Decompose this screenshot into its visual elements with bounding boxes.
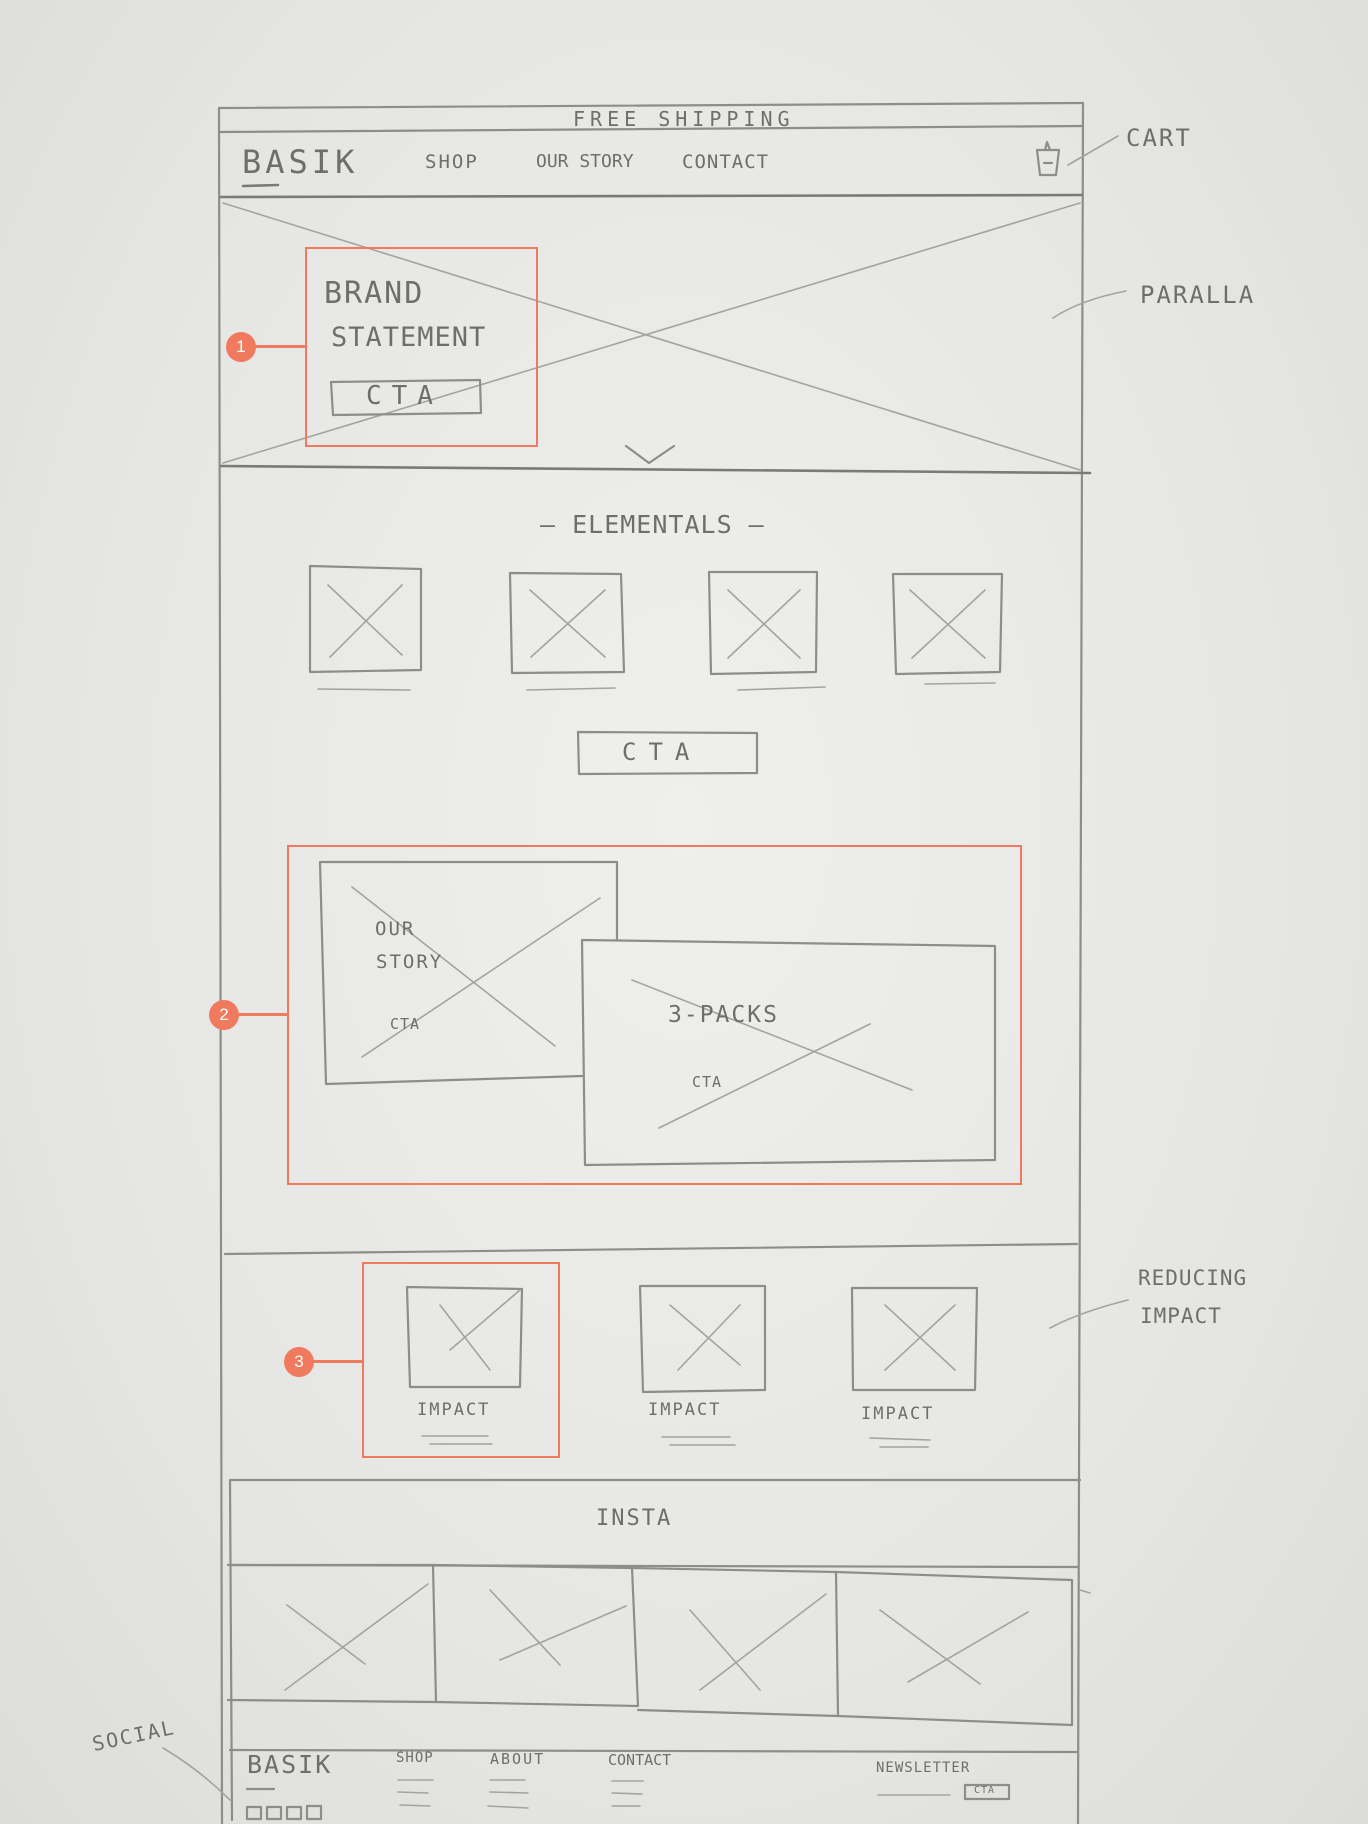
cart-leader-line <box>1067 135 1119 166</box>
impact-label-3: IMPACT <box>861 1404 935 1424</box>
elementals-cta-box <box>576 730 759 776</box>
parallax-leader-line <box>1052 290 1127 319</box>
our-story-line2: STORY <box>376 951 444 973</box>
reducing-leader-line <box>1049 1299 1129 1329</box>
nav-item-contact[interactable]: CONTACT <box>682 151 770 173</box>
nav-divider <box>219 193 1084 199</box>
footer-column-shop[interactable]: SHOP <box>396 1750 434 1766</box>
elementals-tiles <box>308 564 1004 691</box>
footer-about-links <box>487 1779 529 1809</box>
callout-badge-2: 2 <box>209 1000 239 1030</box>
elementals-title: — ELEMENTALS — <box>540 510 765 539</box>
footer-newsletter-cta[interactable]: CTA <box>974 1785 996 1796</box>
scroll-down-chevron <box>624 444 676 465</box>
social-leader-line <box>162 1747 231 1801</box>
insta-tiles <box>226 1563 1091 1727</box>
our-story-line1: OUR <box>375 918 416 940</box>
elementals-cta-button[interactable]: CTA <box>622 738 702 766</box>
page-frame-top <box>217 101 1085 110</box>
insta-title: INSTA <box>596 1506 673 1531</box>
callout-line-3 <box>312 1360 364 1363</box>
footer-logo[interactable]: BASIK <box>247 1750 333 1779</box>
callout-box-feature <box>287 845 1022 1185</box>
packs-cross-b <box>658 1023 871 1129</box>
nav-item-our-story[interactable]: OUR STORY <box>536 151 634 172</box>
callout-badge-3: 3 <box>284 1347 314 1377</box>
reducing-annotation-line1: REDUCING <box>1138 1266 1248 1290</box>
nav-logo[interactable]: BASIK <box>242 143 359 181</box>
hero-statement-line2: STATEMENT <box>331 322 487 353</box>
impact-tiles <box>405 1284 979 1448</box>
newsletter-cta-box <box>963 1783 1011 1801</box>
social-icons <box>245 1804 323 1821</box>
parallax-annotation: PARALLA <box>1140 281 1256 309</box>
packs-cta[interactable]: CTA <box>692 1073 723 1091</box>
impact-label-2: IMPACT <box>648 1400 722 1420</box>
footer-column-about[interactable]: ABOUT <box>490 1750 546 1768</box>
insta-left <box>228 1478 234 1822</box>
impact-divider <box>223 1242 1079 1256</box>
footer-contact-links <box>611 1780 644 1807</box>
packs-title: 3-PACKS <box>668 1002 779 1028</box>
hero-bottom <box>219 464 1092 475</box>
our-story-card <box>318 860 619 1086</box>
callout-badge-1: 1 <box>226 332 256 362</box>
our-story-cross-a <box>351 886 556 1047</box>
callout-box-impact <box>362 1262 560 1458</box>
our-story-cross-b <box>361 897 601 1058</box>
callout-line-1 <box>254 345 306 348</box>
footer-divider <box>228 1748 1080 1754</box>
footer-newsletter-label: NEWSLETTER <box>876 1760 971 1776</box>
cart-annotation: CART <box>1126 124 1192 152</box>
nav-item-shop[interactable]: SHOP <box>425 151 479 173</box>
footer-shop-links <box>397 1779 434 1807</box>
logo-underline <box>241 183 280 188</box>
footer-column-contact[interactable]: CONTACT <box>608 1751 672 1769</box>
cart-icon <box>1035 140 1061 177</box>
topbar-divider <box>217 124 1085 134</box>
page-frame-right <box>1076 101 1085 1824</box>
impact-label-1: IMPACT <box>417 1400 491 1420</box>
packs-card <box>580 938 997 1167</box>
hero-cta-box <box>329 378 483 417</box>
page-frame-left <box>217 106 224 1824</box>
packs-cross-a <box>631 979 913 1091</box>
callout-line-2 <box>236 1013 288 1016</box>
hero-cross-b <box>222 202 1081 464</box>
hero-statement-line1: BRAND <box>324 276 425 311</box>
callout-box-hero <box>305 247 538 447</box>
hero-cta-button[interactable]: CTA <box>366 381 443 411</box>
free-shipping-label: FREE SHIPPING <box>573 107 795 131</box>
our-story-cta[interactable]: CTA <box>390 1015 421 1033</box>
reducing-annotation-line2: IMPACT <box>1140 1304 1222 1328</box>
